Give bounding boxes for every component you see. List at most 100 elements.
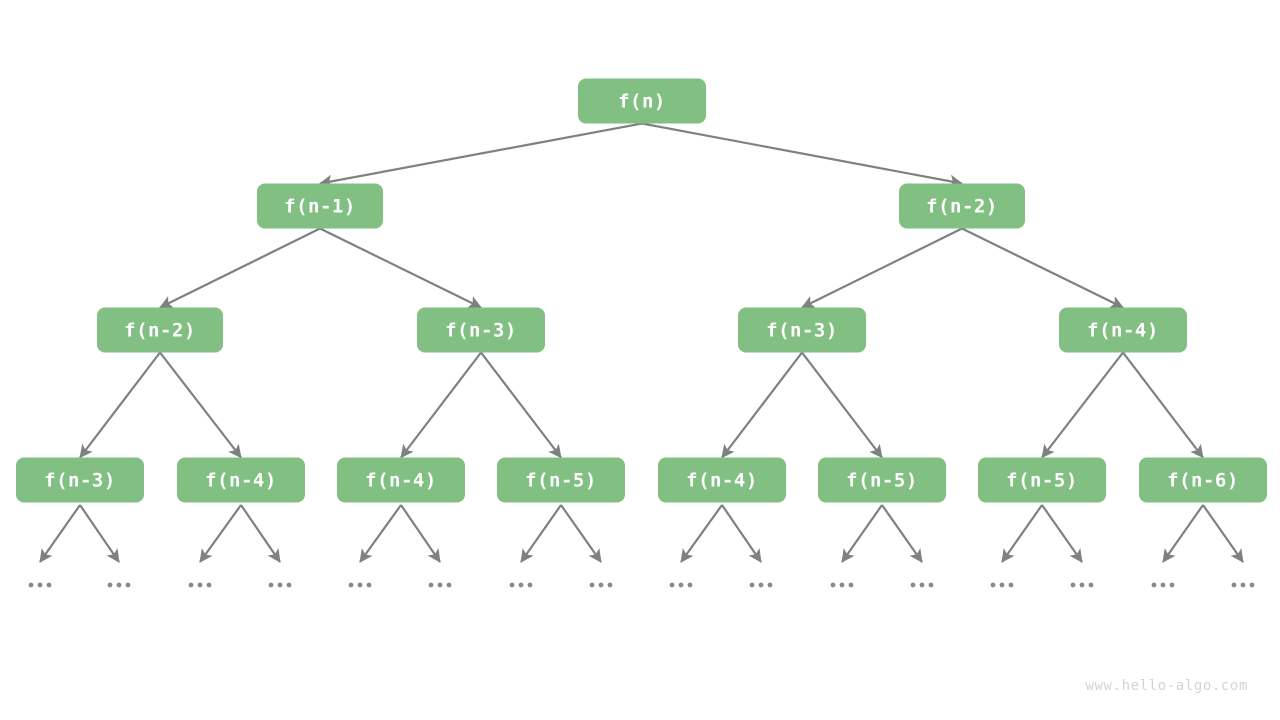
node-box-n2[interactable]: [899, 183, 1025, 229]
tree-edge-n1-to-n3: [159, 227, 321, 309]
tree-node-n7[interactable]: f(n-3): [16, 457, 144, 503]
node-box-n6[interactable]: [1059, 307, 1187, 353]
ellipsis-dot: [277, 582, 283, 588]
ellipsis-dot: [446, 582, 452, 588]
ellipsis-dot: [206, 582, 212, 588]
ellipsis-12: [990, 582, 1014, 588]
leaf-stub-arrow-13: [1041, 504, 1083, 563]
tree-node-n9[interactable]: f(n-4): [337, 457, 465, 503]
ellipsis-dot: [107, 582, 113, 588]
node-label-n14: f(n-6): [1167, 470, 1239, 492]
tree-node-n0[interactable]: f(n): [578, 78, 706, 124]
leaf-stub-arrow-7: [560, 504, 602, 563]
watermark: www.hello-algo.com: [1085, 678, 1248, 694]
tree-node-n11[interactable]: f(n-4): [658, 457, 786, 503]
ellipsis-dot: [197, 582, 203, 588]
tree-node-n14[interactable]: f(n-6): [1139, 457, 1267, 503]
ellipsis-dot: [286, 582, 292, 588]
node-label-n7: f(n-3): [44, 470, 116, 492]
ellipsis-6: [509, 582, 533, 588]
leaf-stub-arrow-3: [240, 504, 281, 563]
ellipsis-dot: [767, 582, 773, 588]
leaf-stub-arrow-8: [680, 504, 723, 563]
node-box-n12[interactable]: [818, 457, 946, 503]
ellipsis-1: [107, 582, 131, 588]
ellipsis-dot: [1160, 582, 1166, 588]
ellipsis-13: [1070, 582, 1094, 588]
node-box-n1[interactable]: [257, 183, 383, 229]
tree-edge-n6-to-n14: [1122, 351, 1204, 459]
node-label-n3: f(n-2): [124, 320, 196, 342]
tree-node-n4[interactable]: f(n-3): [417, 307, 545, 353]
ellipsis-dot: [607, 582, 613, 588]
tree-edge-n6-to-n13: [1041, 351, 1124, 459]
tree-edge-n3-to-n7: [79, 351, 161, 459]
node-label-n6: f(n-4): [1087, 320, 1159, 342]
node-box-n14[interactable]: [1139, 457, 1267, 503]
ellipsis-dot: [669, 582, 675, 588]
node-label-n4: f(n-3): [445, 320, 517, 342]
leaf-stub-arrow-9: [721, 504, 762, 563]
tree-node-n8[interactable]: f(n-4): [177, 457, 305, 503]
ellipsis-dot: [1088, 582, 1094, 588]
ellipsis-3: [268, 582, 292, 588]
tree-node-n5[interactable]: f(n-3): [738, 307, 866, 353]
tree-node-n10[interactable]: f(n-5): [497, 457, 625, 503]
ellipsis-dot: [437, 582, 443, 588]
tree-node-n12[interactable]: f(n-5): [818, 457, 946, 503]
node-box-n8[interactable]: [177, 457, 305, 503]
node-box-n0[interactable]: [578, 78, 706, 124]
ellipsis-14: [1151, 582, 1175, 588]
node-box-n3[interactable]: [97, 307, 223, 353]
tree-node-n2[interactable]: f(n-2): [899, 183, 1025, 229]
node-box-n9[interactable]: [337, 457, 465, 503]
tree-edge-n0-to-n2: [641, 122, 963, 188]
node-label-n12: f(n-5): [846, 470, 918, 492]
ellipsis-dot: [687, 582, 693, 588]
node-box-n11[interactable]: [658, 457, 786, 503]
tree-edge-n3-to-n8: [159, 351, 242, 459]
tree-node-n1[interactable]: f(n-1): [257, 183, 383, 229]
tree-node-n6[interactable]: f(n-4): [1059, 307, 1187, 353]
ellipsis-dot: [357, 582, 363, 588]
ellipsis-dot: [348, 582, 354, 588]
leaf-stub-arrow-10: [841, 504, 883, 563]
node-box-n10[interactable]: [497, 457, 625, 503]
ellipsis-dot: [589, 582, 595, 588]
tree-edge-n1-to-n4: [319, 227, 482, 309]
ellipsis-dot: [839, 582, 845, 588]
ellipsis-dot: [518, 582, 524, 588]
ellipsis-dot: [366, 582, 372, 588]
leaf-stub-arrow-6: [520, 504, 562, 563]
ellipsis-layer: [28, 582, 1255, 588]
ellipsis-dot: [758, 582, 764, 588]
ellipsis-dot: [919, 582, 925, 588]
node-label-n11: f(n-4): [686, 470, 758, 492]
node-box-n4[interactable]: [417, 307, 545, 353]
leaf-stub-arrow-11: [881, 504, 923, 563]
ellipsis-dot: [1249, 582, 1255, 588]
ellipsis-dot: [37, 582, 43, 588]
node-box-n13[interactable]: [978, 457, 1106, 503]
ellipsis-dot: [268, 582, 274, 588]
ellipsis-dot: [28, 582, 34, 588]
tree-node-n3[interactable]: f(n-2): [97, 307, 223, 353]
node-box-n5[interactable]: [738, 307, 866, 353]
node-label-n1: f(n-1): [284, 196, 356, 218]
ellipsis-9: [749, 582, 773, 588]
node-label-n9: f(n-4): [365, 470, 437, 492]
node-label-n8: f(n-4): [205, 470, 277, 492]
ellipsis-8: [669, 582, 693, 588]
node-box-n7[interactable]: [16, 457, 144, 503]
ellipsis-dot: [428, 582, 434, 588]
ellipsis-dot: [116, 582, 122, 588]
tree-edge-n4-to-n9: [400, 351, 482, 459]
node-label-n0: f(n): [618, 91, 666, 113]
ellipsis-7: [589, 582, 613, 588]
ellipsis-dot: [749, 582, 755, 588]
ellipsis-2: [188, 582, 212, 588]
tree-node-n13[interactable]: f(n-5): [978, 457, 1106, 503]
tree-edge-n5-to-n12: [801, 351, 883, 459]
ellipsis-dot: [830, 582, 836, 588]
